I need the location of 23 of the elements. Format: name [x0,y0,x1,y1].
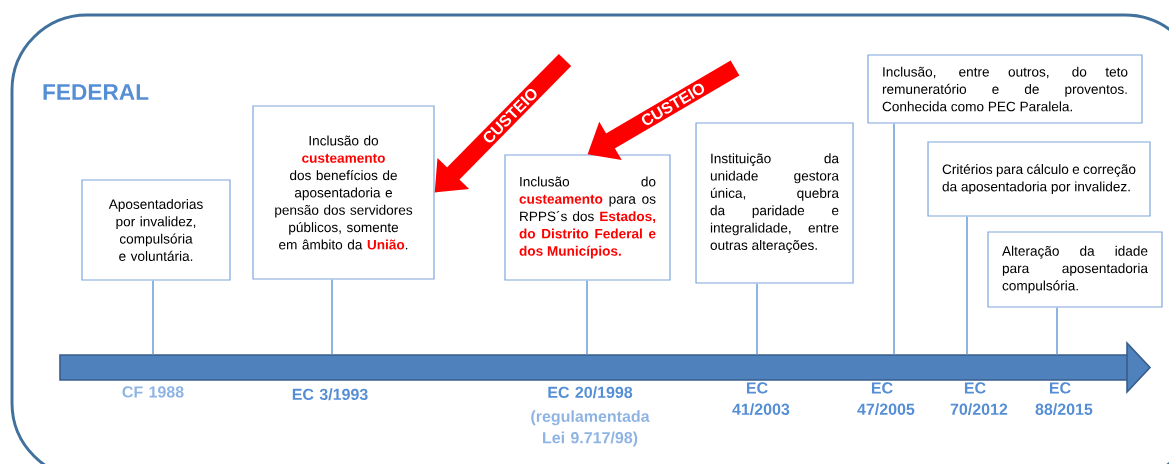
connector-line [893,122,895,356]
connector-line [331,278,333,356]
event-box: Instituição da unidade gestora única, quebra da paridade e integralidade, entre outras alterações. [695,122,854,284]
date-label: EC 41/2003 [732,382,790,416]
date-label: EC 70/2012 [950,382,1008,416]
date-label: EC 3/1993 [292,388,368,401]
connector-line [586,279,588,356]
event-box: Aposentadorias por invalidez, compulsória e voluntária. [81,179,231,281]
event-box: Inclusão do custeamento dos benefícios de aposentadoria e pensão dos servidores públicos, somente em âmbito da União. [252,105,435,280]
date-label: CF 1988 [122,386,184,398]
connector-line [1056,306,1058,356]
date-label: EC 20/1998 [548,386,633,399]
connector-line [756,282,758,356]
date-label: EC 47/2005 [857,382,915,416]
note-text: (regulamentada Lei 9.717/98) [531,410,650,447]
vertical-title: FEDERAL [43,84,149,100]
event-box: Inclusão, entre outros, do teto remuneratório e de proventos. Conhecida como PEC Paralela. [867,54,1143,124]
event-box: Inclusão do custeamento para os RPPS´s dos Estados, do Distrito Federal e dos Municípios. [504,154,671,281]
event-box: Critérios para cálculo e correção da aposentadoria por invalidez. [927,141,1151,217]
connector-line [966,215,968,356]
event-box: Alteração da idade para aposentadoria compulsória. [987,231,1163,308]
date-label: EC 88/2015 [1035,382,1093,416]
connector-line [152,279,154,356]
